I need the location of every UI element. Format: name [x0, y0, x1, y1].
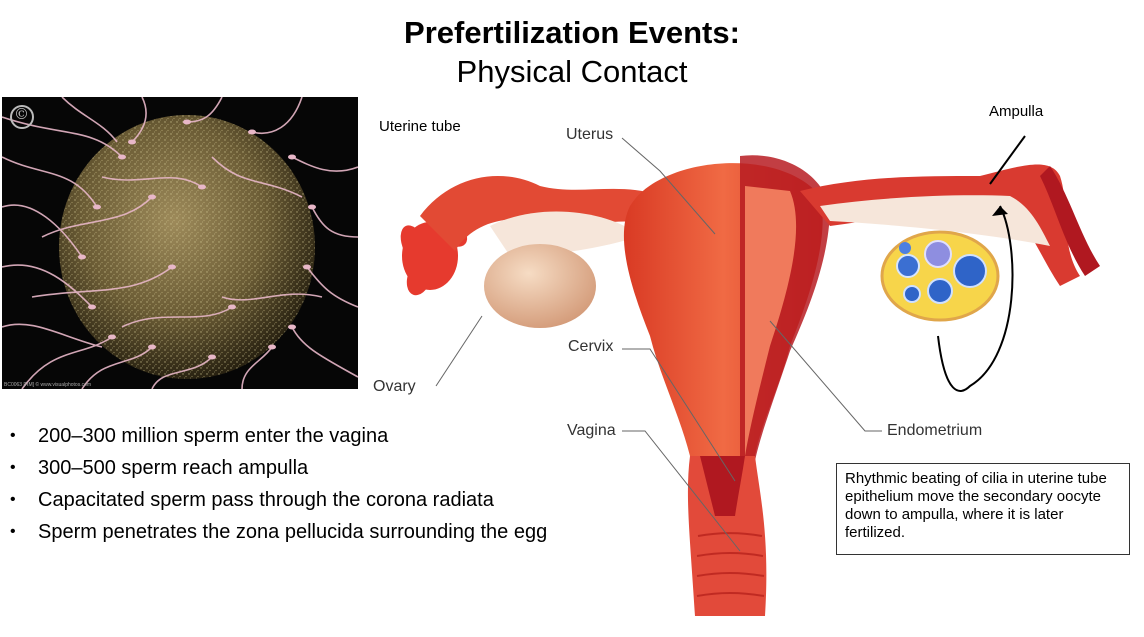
photo-credit: BC0063 [RM] © www.visualphotos.com — [4, 382, 92, 388]
slide-title: Prefertilization Events: — [404, 15, 740, 50]
bullet-icon: • — [10, 459, 16, 476]
uterus-diagram: Uterine tube Uterus Ampulla Ovary Cervix… — [360, 96, 1144, 632]
label-vagina: Vagina — [567, 422, 616, 439]
label-endometrium: Endometrium — [887, 422, 983, 439]
list-item: •300–500 sperm reach ampulla — [10, 452, 570, 484]
label-ampulla: Ampulla — [989, 103, 1044, 120]
follicles — [896, 240, 987, 304]
cilia-callout-box: Rhythmic beating of cilia in uterine tub… — [836, 463, 1130, 555]
list-item: •200–300 million sperm enter the vagina — [10, 420, 570, 452]
bullet-list: •200–300 million sperm enter the vagina … — [10, 420, 570, 548]
bullet-icon: • — [10, 491, 16, 508]
sperm-egg-micrograph: © BC0063 [RM] © www.visualphotos.com — [2, 97, 358, 389]
label-uterus: Uterus — [566, 126, 614, 143]
label-ovary: Ovary — [373, 378, 416, 395]
bullet-icon: • — [10, 427, 16, 444]
copyright-icon: © — [14, 105, 29, 123]
label-cervix: Cervix — [568, 338, 614, 355]
label-uterine-tube: Uterine tube — [379, 118, 461, 135]
list-item: •Sperm penetrates the zona pellucida sur… — [10, 516, 570, 548]
slide-subtitle: Physical Contact — [456, 54, 688, 89]
list-item: •Capacitated sperm pass through the coro… — [10, 484, 570, 516]
bullet-icon: • — [10, 523, 16, 540]
